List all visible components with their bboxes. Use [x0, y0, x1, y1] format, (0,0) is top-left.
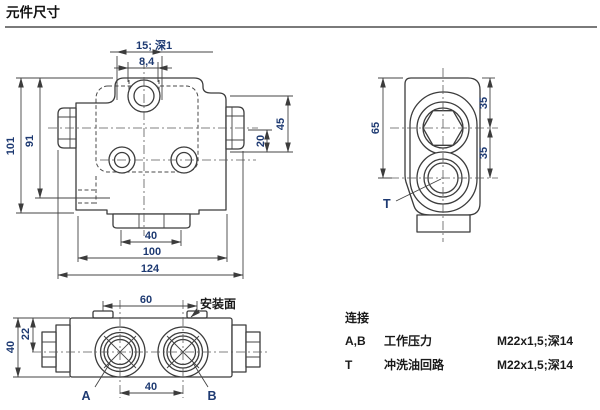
port-b-label: B — [207, 389, 216, 403]
dim-15-witness — [116, 56, 163, 100]
front-bottom-hex-faces — [138, 214, 165, 228]
front-body-outline — [75, 77, 227, 215]
port-a-label: A — [81, 389, 90, 403]
connection-table: 连接 A,B 工作压力 M22x1,5;深14 T 冲洗油回路 M22x1,5;… — [345, 310, 573, 372]
hidden-bore-lines — [78, 176, 97, 204]
bottom-right-bolt — [245, 331, 261, 368]
port-t-leader — [395, 178, 442, 202]
bottom-left-bolt-faces — [42, 341, 56, 358]
table-row: T 冲洗油回路 M22x1,5;深14 — [345, 357, 573, 372]
dim-15-label: 15; 深1 — [136, 38, 172, 52]
front-bottom-hex — [112, 213, 191, 229]
bottom-view: 60 安装面 40 22 40 A B — [5, 294, 270, 403]
page-title: 元件尺寸 — [6, 4, 60, 20]
bottom-left-pad — [92, 310, 114, 319]
dim-65-label: 65 — [370, 122, 382, 134]
dim-100-label: 100 — [143, 246, 161, 258]
dim-20-label: 20 — [255, 135, 267, 147]
bottom-centerlines — [32, 300, 270, 398]
dim-84-label: 8,4 — [139, 56, 155, 68]
mounting-surface-label: 安装面 — [200, 296, 236, 311]
dim-35-bottom-label: 35 — [478, 147, 490, 159]
dim-101-label: 101 — [5, 137, 17, 155]
dim-40-label: 40 — [145, 230, 157, 242]
bottom-right-washer — [231, 324, 247, 373]
dim-60-label: 60 — [140, 294, 152, 306]
dim-left-witness — [16, 77, 113, 214]
hidden-top-bore — [128, 80, 160, 94]
dim-45-label: 45 — [275, 118, 287, 130]
side-body-outline — [404, 77, 481, 216]
row-function: 工作压力 — [384, 333, 432, 348]
dim-40h-label: 40 — [5, 341, 17, 353]
dim-22-label: 22 — [20, 328, 32, 340]
port-ab-leaders — [94, 362, 209, 388]
mounting-surface-leader — [190, 308, 200, 318]
side-centerlines — [390, 68, 498, 242]
dim-40p-label: 40 — [145, 381, 157, 393]
row-thread: M22x1,5;深14 — [497, 357, 573, 372]
row-thread: M22x1,5;深14 — [497, 333, 573, 348]
row-ports: T — [345, 358, 353, 372]
port-t-label: T — [383, 197, 391, 211]
dim-124-label: 124 — [141, 263, 160, 275]
side-boss-outline — [409, 91, 478, 213]
dim-35-top-label: 35 — [478, 97, 490, 109]
front-view: 15; 深1 8,4 101 91 45 20 40 100 124 — [5, 38, 293, 279]
side-view: 65 35 35 T — [370, 68, 498, 242]
bottom-left-bolt — [41, 331, 57, 368]
table-row: A,B 工作压力 M22x1,5;深14 — [345, 333, 573, 348]
dim-40h-witness — [13, 317, 70, 378]
bottom-left-washer — [55, 324, 71, 373]
row-ports: A,B — [345, 334, 366, 348]
connection-table-heading: 连接 — [345, 310, 369, 325]
side-bottom-tab — [416, 214, 471, 233]
dim-91-label: 91 — [24, 135, 36, 147]
row-function: 冲洗油回路 — [384, 357, 445, 372]
bottom-right-bolt-faces — [246, 341, 260, 358]
dim-bottom-witness — [57, 150, 244, 279]
